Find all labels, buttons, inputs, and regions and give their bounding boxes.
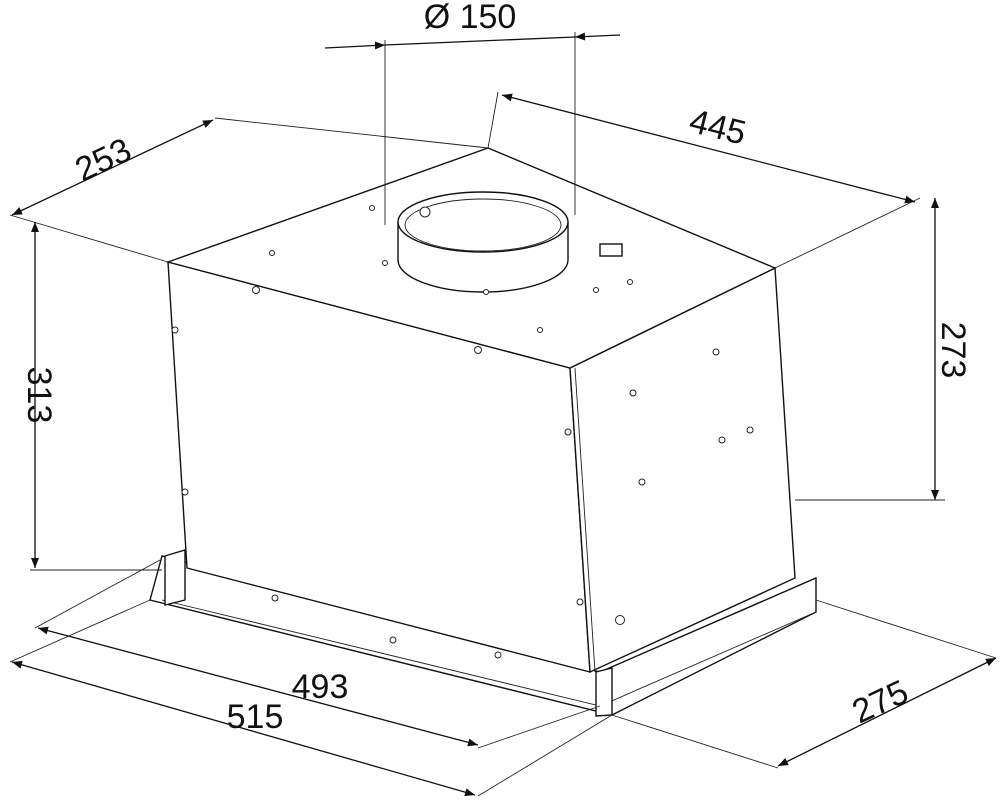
dim-inner-width: 493	[292, 668, 349, 706]
dim-body-height: 273	[934, 322, 972, 379]
dim-total-height: 313	[20, 367, 58, 424]
dimension-lines	[11, 32, 997, 797]
duct-collar	[397, 191, 623, 293]
dim-outer-width: 515	[227, 698, 284, 736]
extension-lines	[9, 32, 997, 797]
dim-top-depth: 253	[70, 131, 137, 189]
dim-outer-depth: 275	[847, 673, 914, 731]
dim-duct-diameter: Ø 150	[424, 0, 517, 36]
